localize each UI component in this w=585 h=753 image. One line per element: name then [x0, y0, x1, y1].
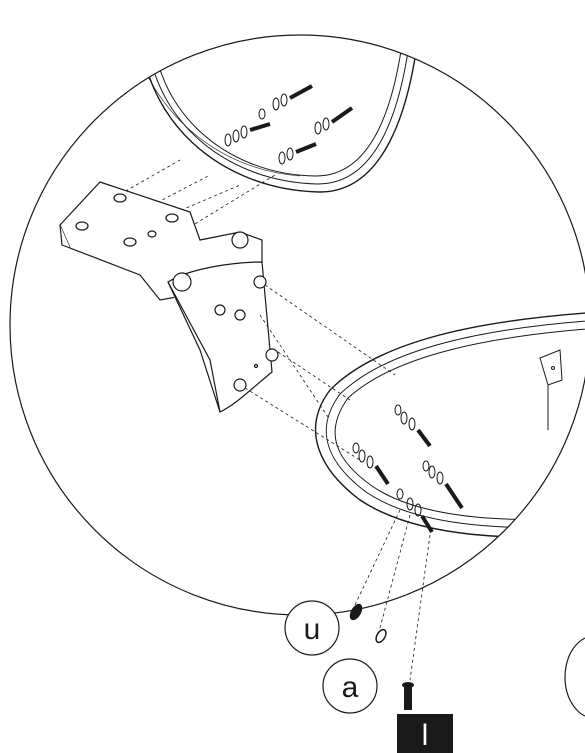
lower-dish-bolt-set — [352, 404, 464, 534]
adjacent-callout-edge — [564, 637, 585, 717]
callout-washer: u — [284, 600, 340, 656]
detail-contents — [59, 35, 585, 538]
callout-lock-washer: a — [322, 658, 378, 714]
lock-washer-label: a — [342, 671, 359, 704]
dish-lower — [314, 311, 585, 538]
mount-bracket — [59, 181, 279, 413]
bolt-label: l — [422, 719, 429, 752]
dish-upper — [139, 35, 421, 193]
callout-bolt: l — [397, 714, 453, 753]
alignment-lines-lower — [244, 284, 396, 461]
detail-magnifier-circle — [9, 34, 585, 616]
washer-part — [349, 603, 363, 621]
exploded-lines — [354, 509, 431, 681]
lock-washer-part — [375, 628, 387, 644]
washer-label: u — [304, 613, 321, 646]
bolt-part — [402, 682, 414, 710]
upper-dish-bolt-set — [224, 84, 354, 165]
